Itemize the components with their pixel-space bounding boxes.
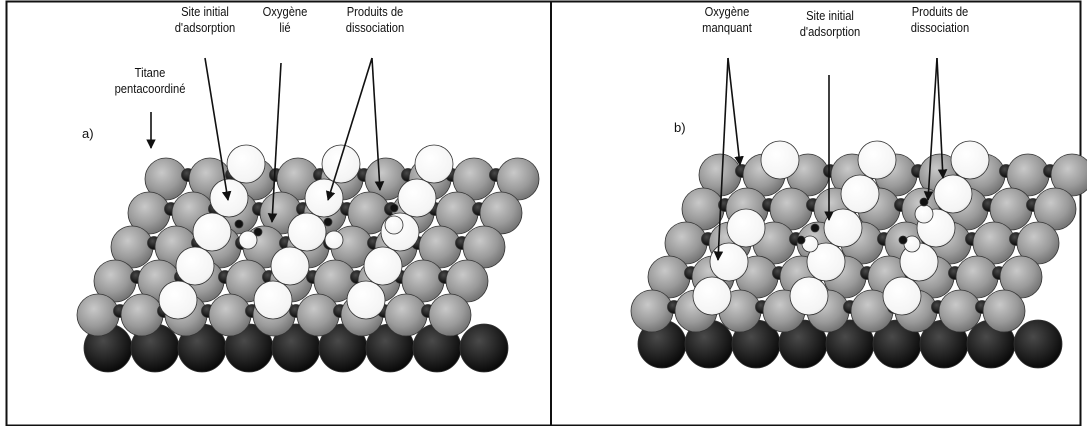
- bridging-oxygen-atom: [934, 175, 972, 213]
- bridging-oxygen-atom: [288, 213, 326, 251]
- surface-oxygen-atom: [297, 294, 339, 336]
- bridging-oxygen-atom: [398, 179, 436, 217]
- bridging-oxygen-atom: [193, 213, 231, 251]
- adsorbate-atom: [390, 204, 398, 212]
- adsorbate-oxygen: [325, 231, 343, 249]
- adsorbate-atom: [797, 236, 805, 244]
- adsorbate-atom: [899, 236, 907, 244]
- bridging-oxygen-atom: [347, 281, 385, 319]
- bridging-oxygen-atom: [415, 145, 453, 183]
- label-produits-b: Produits de dissociation: [893, 4, 988, 36]
- adsorbate-oxygen: [385, 216, 403, 234]
- adsorbate-atom: [235, 220, 243, 228]
- bridging-oxygen-atom: [322, 145, 360, 183]
- bridging-oxygen-atom: [790, 277, 828, 315]
- surface-oxygen-atom: [429, 294, 471, 336]
- adsorbate-atom: [254, 228, 262, 236]
- surface-oxygen-atom: [77, 294, 119, 336]
- bridging-oxygen-atom: [254, 281, 292, 319]
- panel-a-letter: a): [82, 126, 94, 141]
- bridging-oxygen-atom: [159, 281, 197, 319]
- label-site-initial-b: Site initial d'adsorption: [783, 8, 878, 40]
- surface-oxygen-atom: [631, 290, 673, 332]
- panel-b-letter: b): [674, 120, 686, 135]
- surface-oxygen-atom: [983, 290, 1025, 332]
- adsorbate-atom: [920, 198, 928, 206]
- bridging-oxygen-atom: [305, 179, 343, 217]
- subsurface-titanium-atom: [1014, 320, 1062, 368]
- panel-b-surface: [631, 141, 1087, 368]
- surface-oxygen-atom: [209, 294, 251, 336]
- adsorbate-oxygen: [915, 205, 933, 223]
- bridging-oxygen-atom: [693, 277, 731, 315]
- surface-oxygen-atom: [385, 294, 427, 336]
- label-site-initial-a: Site initial d'adsorption: [158, 4, 253, 36]
- bridging-oxygen-atom: [710, 243, 748, 281]
- surface-oxygen-atom: [939, 290, 981, 332]
- bridging-oxygen-atom: [727, 209, 765, 247]
- bridging-oxygen-atom: [271, 247, 309, 285]
- bridging-oxygen-atom: [227, 145, 265, 183]
- adsorbate-atom: [811, 224, 819, 232]
- label-titane-pentacoordine: Titane pentacoordiné: [98, 65, 201, 97]
- adsorbate-atom: [324, 218, 332, 226]
- surface-oxygen-atom: [121, 294, 163, 336]
- bridging-oxygen-atom: [364, 247, 402, 285]
- label-produits-a: Produits de dissociation: [328, 4, 423, 36]
- panel-a-surface: [77, 145, 539, 372]
- label-oxygene-manquant: Oxygène manquant: [680, 4, 775, 36]
- bridging-oxygen-atom: [176, 247, 214, 285]
- bridging-oxygen-atom: [883, 277, 921, 315]
- label-oxygene-lie: Oxygène lié: [251, 4, 320, 36]
- bridging-oxygen-atom: [210, 179, 248, 217]
- bridging-oxygen-atom: [858, 141, 896, 179]
- bridging-oxygen-atom: [951, 141, 989, 179]
- subsurface-titanium-atom: [460, 324, 508, 372]
- bridging-oxygen-atom: [841, 175, 879, 213]
- bridging-oxygen-atom: [761, 141, 799, 179]
